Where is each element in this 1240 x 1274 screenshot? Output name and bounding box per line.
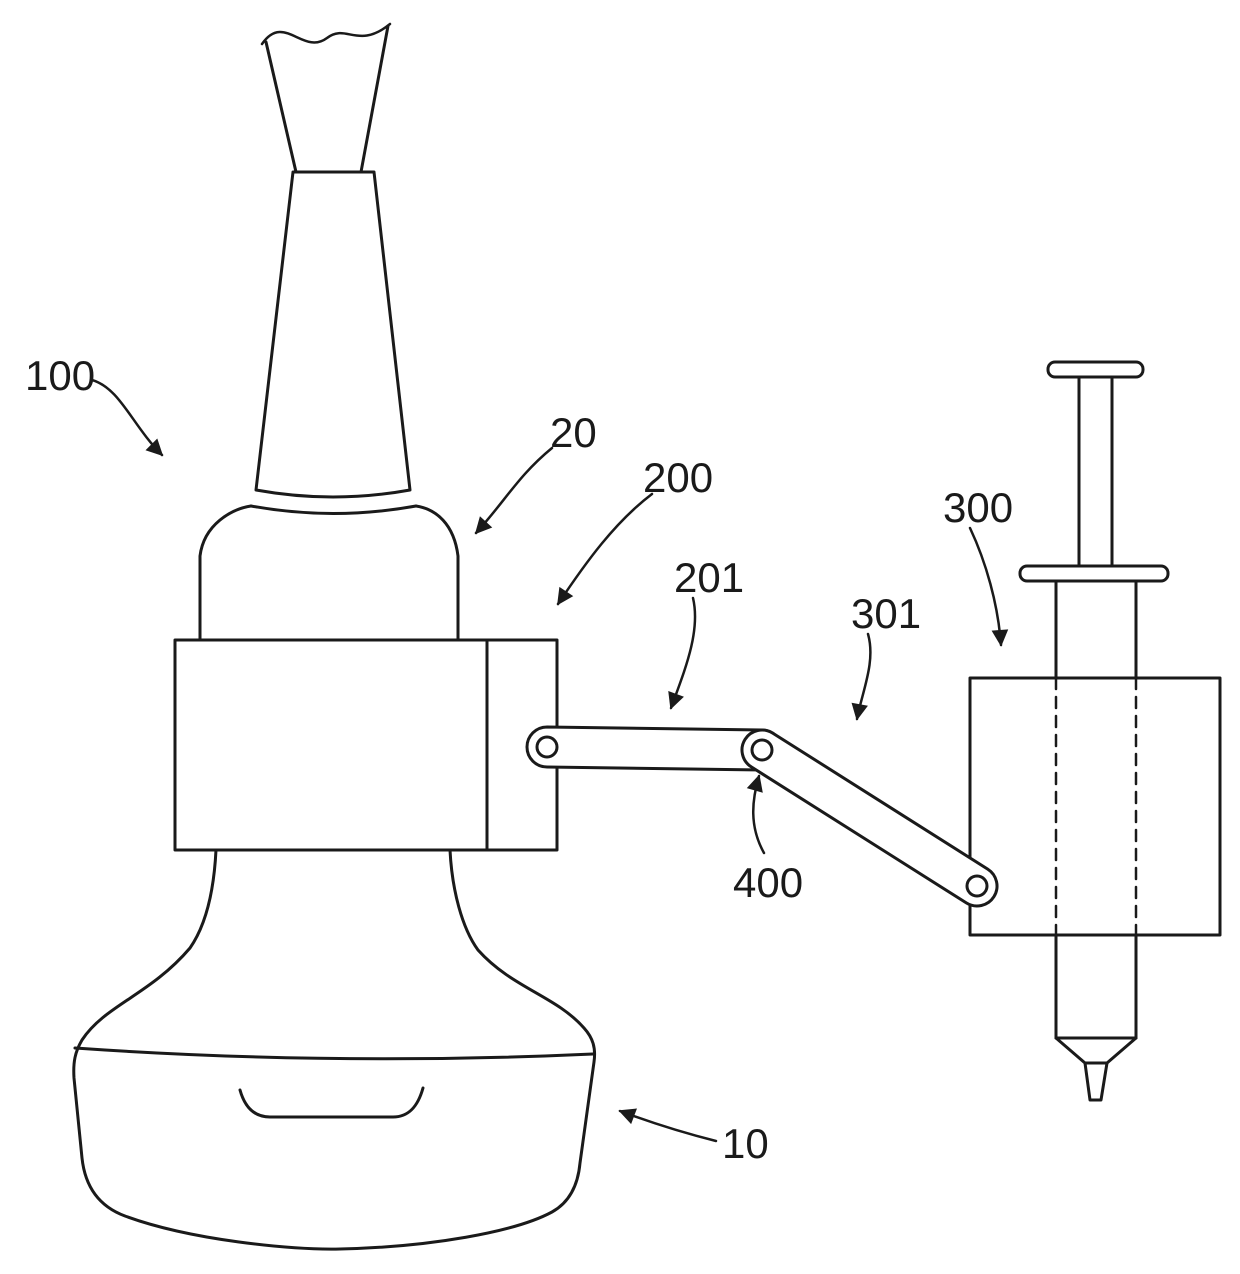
label-200: 200: [643, 454, 713, 501]
plunger-rod: [1077, 375, 1114, 568]
pivot-joint-clamp: [535, 735, 559, 759]
label-201: 201: [674, 554, 744, 601]
probe-cable-right-line: [359, 24, 390, 174]
plunger-handle: [1046, 360, 1145, 379]
head-notch: [238, 1086, 425, 1119]
pivot-joint-holder: [965, 874, 989, 898]
barrel-flange: [1018, 564, 1170, 583]
annotation-201: 201: [668, 554, 744, 710]
probe-neck-cone: [254, 170, 412, 499]
annotation-20: 20: [474, 409, 597, 535]
annotation-400: 400: [733, 774, 803, 906]
annotation-300: 300: [943, 484, 1013, 647]
probe-collar: [249, 504, 418, 515]
leader-301: [851, 632, 872, 721]
pivot-joint-middle: [750, 738, 774, 762]
leader-100: [90, 378, 164, 457]
link-bar-second: [740, 728, 999, 908]
transducer-head: [72, 848, 597, 1251]
annotation-10: 10: [618, 1108, 769, 1167]
label-20: 20: [550, 409, 597, 456]
annotation-200: 200: [556, 454, 713, 606]
label-300: 300: [943, 484, 1013, 531]
barrel-taper: [1054, 1036, 1138, 1065]
leader-20: [474, 446, 554, 535]
probe-cable-left-line: [264, 40, 298, 174]
probe-body-left-shoulder: [198, 504, 253, 644]
label-400: 400: [733, 859, 803, 906]
head-lens-line: [73, 1046, 595, 1061]
syringe-holder-block: [968, 676, 1222, 937]
leader-300: [968, 526, 1009, 647]
label-100: 100: [25, 352, 95, 399]
leader-200: [556, 492, 654, 606]
annotation-100: 100: [25, 352, 164, 457]
leader-400: [746, 774, 766, 855]
cable-break-line: [260, 22, 392, 46]
label-10: 10: [722, 1120, 769, 1167]
clamp-bracket: [173, 638, 559, 852]
syringe-tip: [1083, 1061, 1109, 1102]
annotation-301: 301: [851, 590, 921, 721]
label-301: 301: [851, 590, 921, 637]
syringe-barrel: [1054, 579, 1138, 1040]
leader-201: [668, 596, 697, 710]
leader-10: [618, 1108, 718, 1143]
probe-body-right-shoulder: [414, 504, 460, 644]
